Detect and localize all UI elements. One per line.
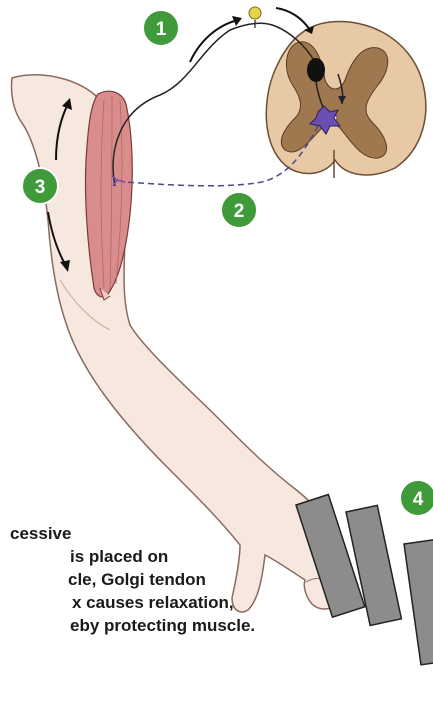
- caption-line-2: is placed on: [70, 545, 433, 568]
- caption-line-5: eby protecting muscle.: [70, 614, 433, 637]
- step-3-label: 3: [35, 177, 46, 198]
- caption-line-1: cessive: [10, 522, 410, 545]
- caption-text: cessive is placed on cle, Golgi tendon x…: [0, 522, 390, 637]
- step-badge-2: 2: [221, 192, 257, 228]
- spinal-cord-section: [266, 22, 426, 178]
- step-badge-3: 3: [22, 168, 58, 204]
- arrow-to-cord: [190, 20, 238, 62]
- interneuron-cell-body: [307, 58, 325, 82]
- arrow-into-cord: [276, 8, 310, 30]
- sensory-neuron-ganglion-icon: [249, 7, 261, 19]
- caption-line-3: cle, Golgi tendon: [68, 568, 433, 591]
- caption-line-4: x causes relaxation,: [72, 591, 433, 614]
- step-2-label: 2: [234, 201, 245, 222]
- step-badge-1: 1: [143, 10, 179, 46]
- step-4-label: 4: [413, 489, 424, 510]
- step-badge-4: 4: [400, 480, 433, 516]
- step-1-label: 1: [156, 19, 167, 40]
